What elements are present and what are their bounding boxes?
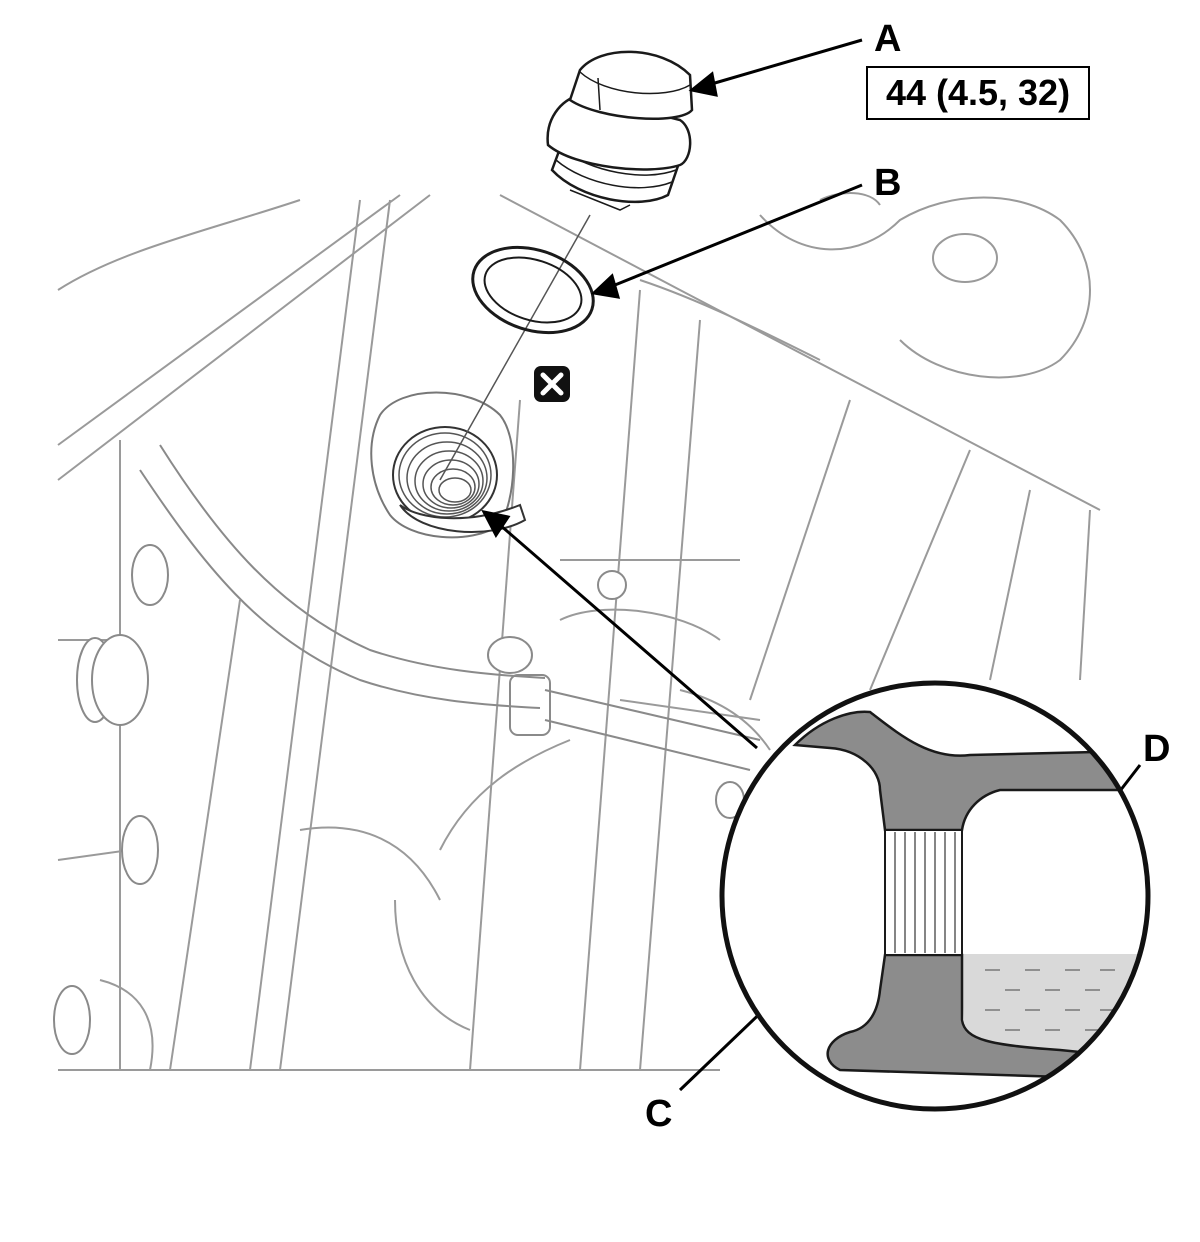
replace-part-icon bbox=[534, 366, 570, 402]
detail-view bbox=[719, 680, 1151, 1112]
torque-spec-box: 44 (4.5, 32) bbox=[866, 66, 1090, 120]
callout-a: A bbox=[874, 18, 902, 60]
drain-plug bbox=[546, 50, 694, 211]
callout-d: D bbox=[1143, 728, 1171, 770]
threaded-bore bbox=[884, 829, 963, 956]
housing-bolts bbox=[53, 544, 745, 1055]
callout-b: B bbox=[874, 162, 902, 204]
assembly-axis-line bbox=[439, 214, 591, 481]
callout-c: C bbox=[645, 1093, 673, 1135]
housing-wall-lower bbox=[826, 953, 1148, 1082]
sealing-washer bbox=[471, 245, 595, 335]
fluid-pipe bbox=[139, 444, 761, 771]
